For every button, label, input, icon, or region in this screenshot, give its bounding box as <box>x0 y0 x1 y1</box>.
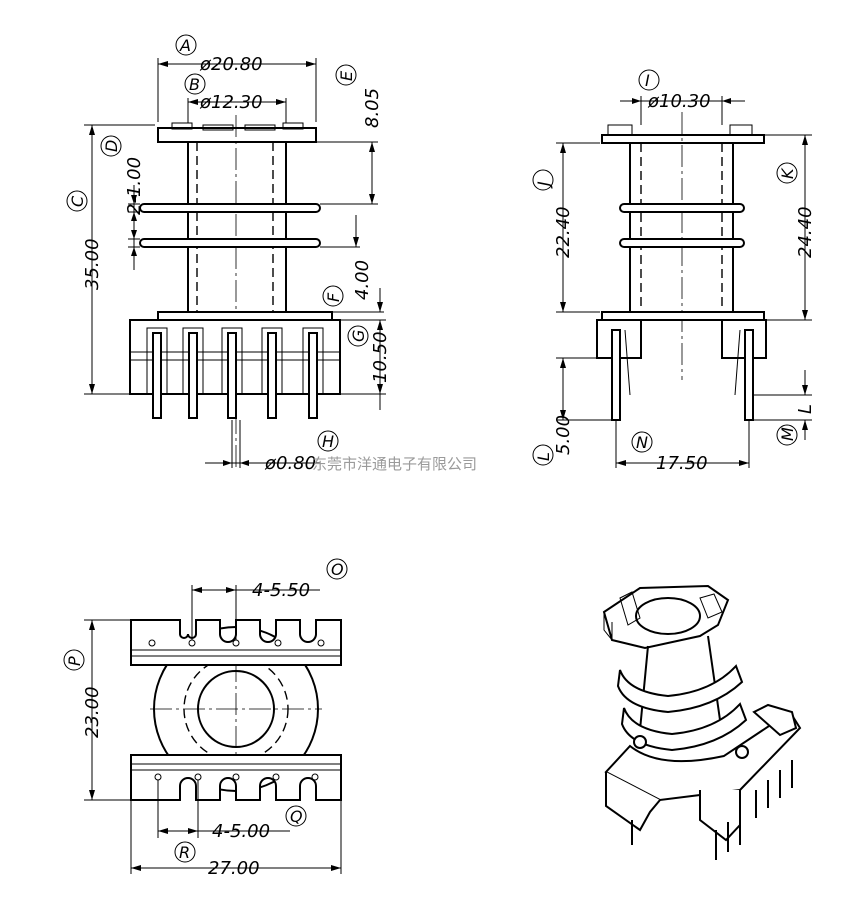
dim-L-value: 5.00 <box>553 415 574 455</box>
front-view: ø20.80 A ø12.30 B 35.00 C 2-1.00 D <box>66 34 391 474</box>
label-C: C <box>68 195 87 207</box>
label-G: G <box>349 330 368 342</box>
dim-N-value: 17.50 <box>656 453 708 474</box>
side-view: ø10.30 I 22.40 J 24.40 K 5.00 L L <box>532 69 816 474</box>
label-D: D <box>102 140 121 152</box>
label-B: B <box>189 75 200 94</box>
bottom-view: 4-5.50 O 23.00 P 4-5.00 Q 27.00 R <box>63 558 348 879</box>
dim-F-value: 4.00 <box>352 260 373 300</box>
dim-B-value: ø12.30 <box>199 92 263 113</box>
dim-C-value: 35.00 <box>82 238 103 290</box>
label-L: L <box>534 452 553 461</box>
dim-J-value: 22.40 <box>553 206 574 258</box>
label-E: E <box>337 70 356 81</box>
label-F: F <box>324 292 343 302</box>
front-pins <box>146 327 324 419</box>
label-J: J <box>534 181 553 189</box>
isometric-view <box>602 584 802 860</box>
watermark: 东莞市洋通电子有限公司 <box>312 455 477 473</box>
label-P: P <box>65 656 84 666</box>
dim-R-value: 27.00 <box>208 858 260 879</box>
label-H: H <box>322 432 334 451</box>
label-A: A <box>179 36 191 55</box>
dim-H-value: ø0.80 <box>264 453 316 474</box>
label-O: O <box>331 560 344 579</box>
dim-G-value: 10.50 <box>370 331 391 383</box>
dim-O-value: 4-5.50 <box>252 580 310 601</box>
label-Q: Q <box>290 807 303 826</box>
dim-D-value: 2-1.00 <box>124 157 145 215</box>
dim-I-value: ø10.30 <box>647 91 711 112</box>
dim-E-value: 8.05 <box>362 88 383 128</box>
dim-M-value: L <box>795 404 816 414</box>
dim-Q-value: 4-5.00 <box>212 821 270 842</box>
label-N: N <box>636 433 648 452</box>
label-M: M <box>778 427 797 441</box>
label-I: I <box>645 71 650 90</box>
label-R: R <box>179 843 190 862</box>
label-K: K <box>778 167 797 179</box>
dim-P-value: 23.00 <box>82 686 103 738</box>
dim-K-value: 24.40 <box>795 206 816 258</box>
dim-A-value: ø20.80 <box>199 54 263 75</box>
